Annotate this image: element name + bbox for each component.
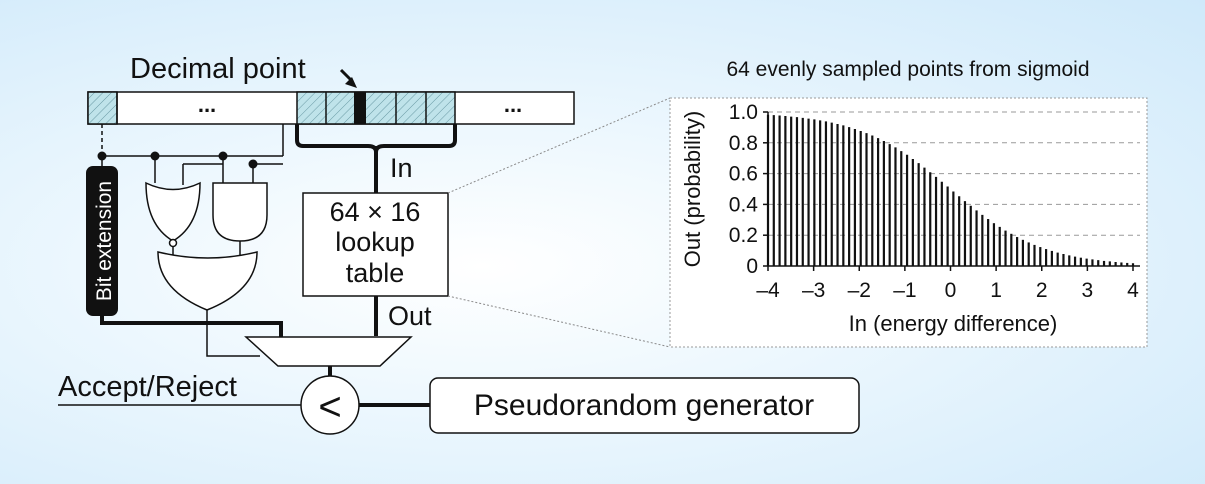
lookup-table: 64 × 16 lookup table xyxy=(302,192,449,297)
chart-x-ticks: –4 –3 –2 –1 0 1 2 3 4 xyxy=(756,266,1139,302)
chart-y-tick-label: 0.2 xyxy=(729,224,758,247)
chart-x-tick-label: 2 xyxy=(1036,279,1048,302)
wire-junctions xyxy=(97,151,258,169)
chart-y-tick-label: 0.4 xyxy=(729,193,759,216)
chart-bars xyxy=(766,114,1135,266)
register-ellipsis-right: ... xyxy=(504,92,522,117)
pseudorandom-generator-block xyxy=(429,377,860,434)
chart-x-tick-label: –4 xyxy=(756,279,780,302)
lut-label-line2: lookup xyxy=(335,227,415,257)
chart-x-axis-label: In (energy difference) xyxy=(849,311,1058,336)
lut-label-line1: 64 × 16 xyxy=(330,197,421,227)
sign-bit-cell xyxy=(87,91,118,125)
and-gate-icon xyxy=(212,182,268,242)
lut-label-line3: table xyxy=(346,258,405,288)
chart-y-ticks: 0 0.2 0.4 0.6 0.8 1.0 xyxy=(729,101,768,278)
chart-x-tick-label: 3 xyxy=(1082,279,1094,302)
chart-title: 64 evenly sampled points from sigmoid xyxy=(726,58,1089,81)
chart-x-tick-label: 4 xyxy=(1127,279,1139,302)
multiplexer-icon xyxy=(244,336,413,367)
lut-out-label: Out xyxy=(388,301,432,331)
chart-x-tick-label: –3 xyxy=(802,279,825,302)
chart-x-tick-label: –2 xyxy=(848,279,871,302)
decimal-point-arrow-icon xyxy=(339,68,357,88)
chart-y-tick-label: 0.6 xyxy=(729,163,758,186)
input-register: ... ... xyxy=(87,91,575,125)
chart-y-tick-label: 1.0 xyxy=(729,101,758,124)
chart-y-tick-label: 0.8 xyxy=(729,132,758,155)
or-gate-icon xyxy=(157,251,258,311)
chart-gridlines xyxy=(768,111,1140,236)
zoom-line-bottom xyxy=(447,295,671,348)
nor-gate-icon xyxy=(145,181,201,242)
decimal-point-marker xyxy=(354,92,366,124)
bit-extension-wire xyxy=(100,316,283,337)
register-ellipsis-left: ... xyxy=(198,92,216,117)
chart-x-tick-label: –1 xyxy=(893,279,916,302)
bit-extension-label: Bit extension xyxy=(93,181,116,301)
zoom-line-top xyxy=(447,97,671,194)
decimal-point-label: Decimal point xyxy=(130,53,306,85)
bit-extension-block xyxy=(86,166,118,316)
lut-in-label: In xyxy=(390,153,413,183)
pseudorandom-generator-label: Pseudorandom generator xyxy=(474,389,814,422)
accept-reject-label: Accept/Reject xyxy=(58,371,237,403)
chart-y-axis-label: Out (probability) xyxy=(680,111,705,268)
lut-index-bits xyxy=(296,91,456,125)
chart-x-tick-label: 0 xyxy=(945,279,957,302)
chart-y-tick-label: 0 xyxy=(746,255,758,278)
chart-x-tick-label: 1 xyxy=(990,279,1002,302)
mux-select-wire xyxy=(206,310,260,357)
chart-panel xyxy=(669,97,1148,348)
comparator-symbol: < xyxy=(318,385,341,429)
